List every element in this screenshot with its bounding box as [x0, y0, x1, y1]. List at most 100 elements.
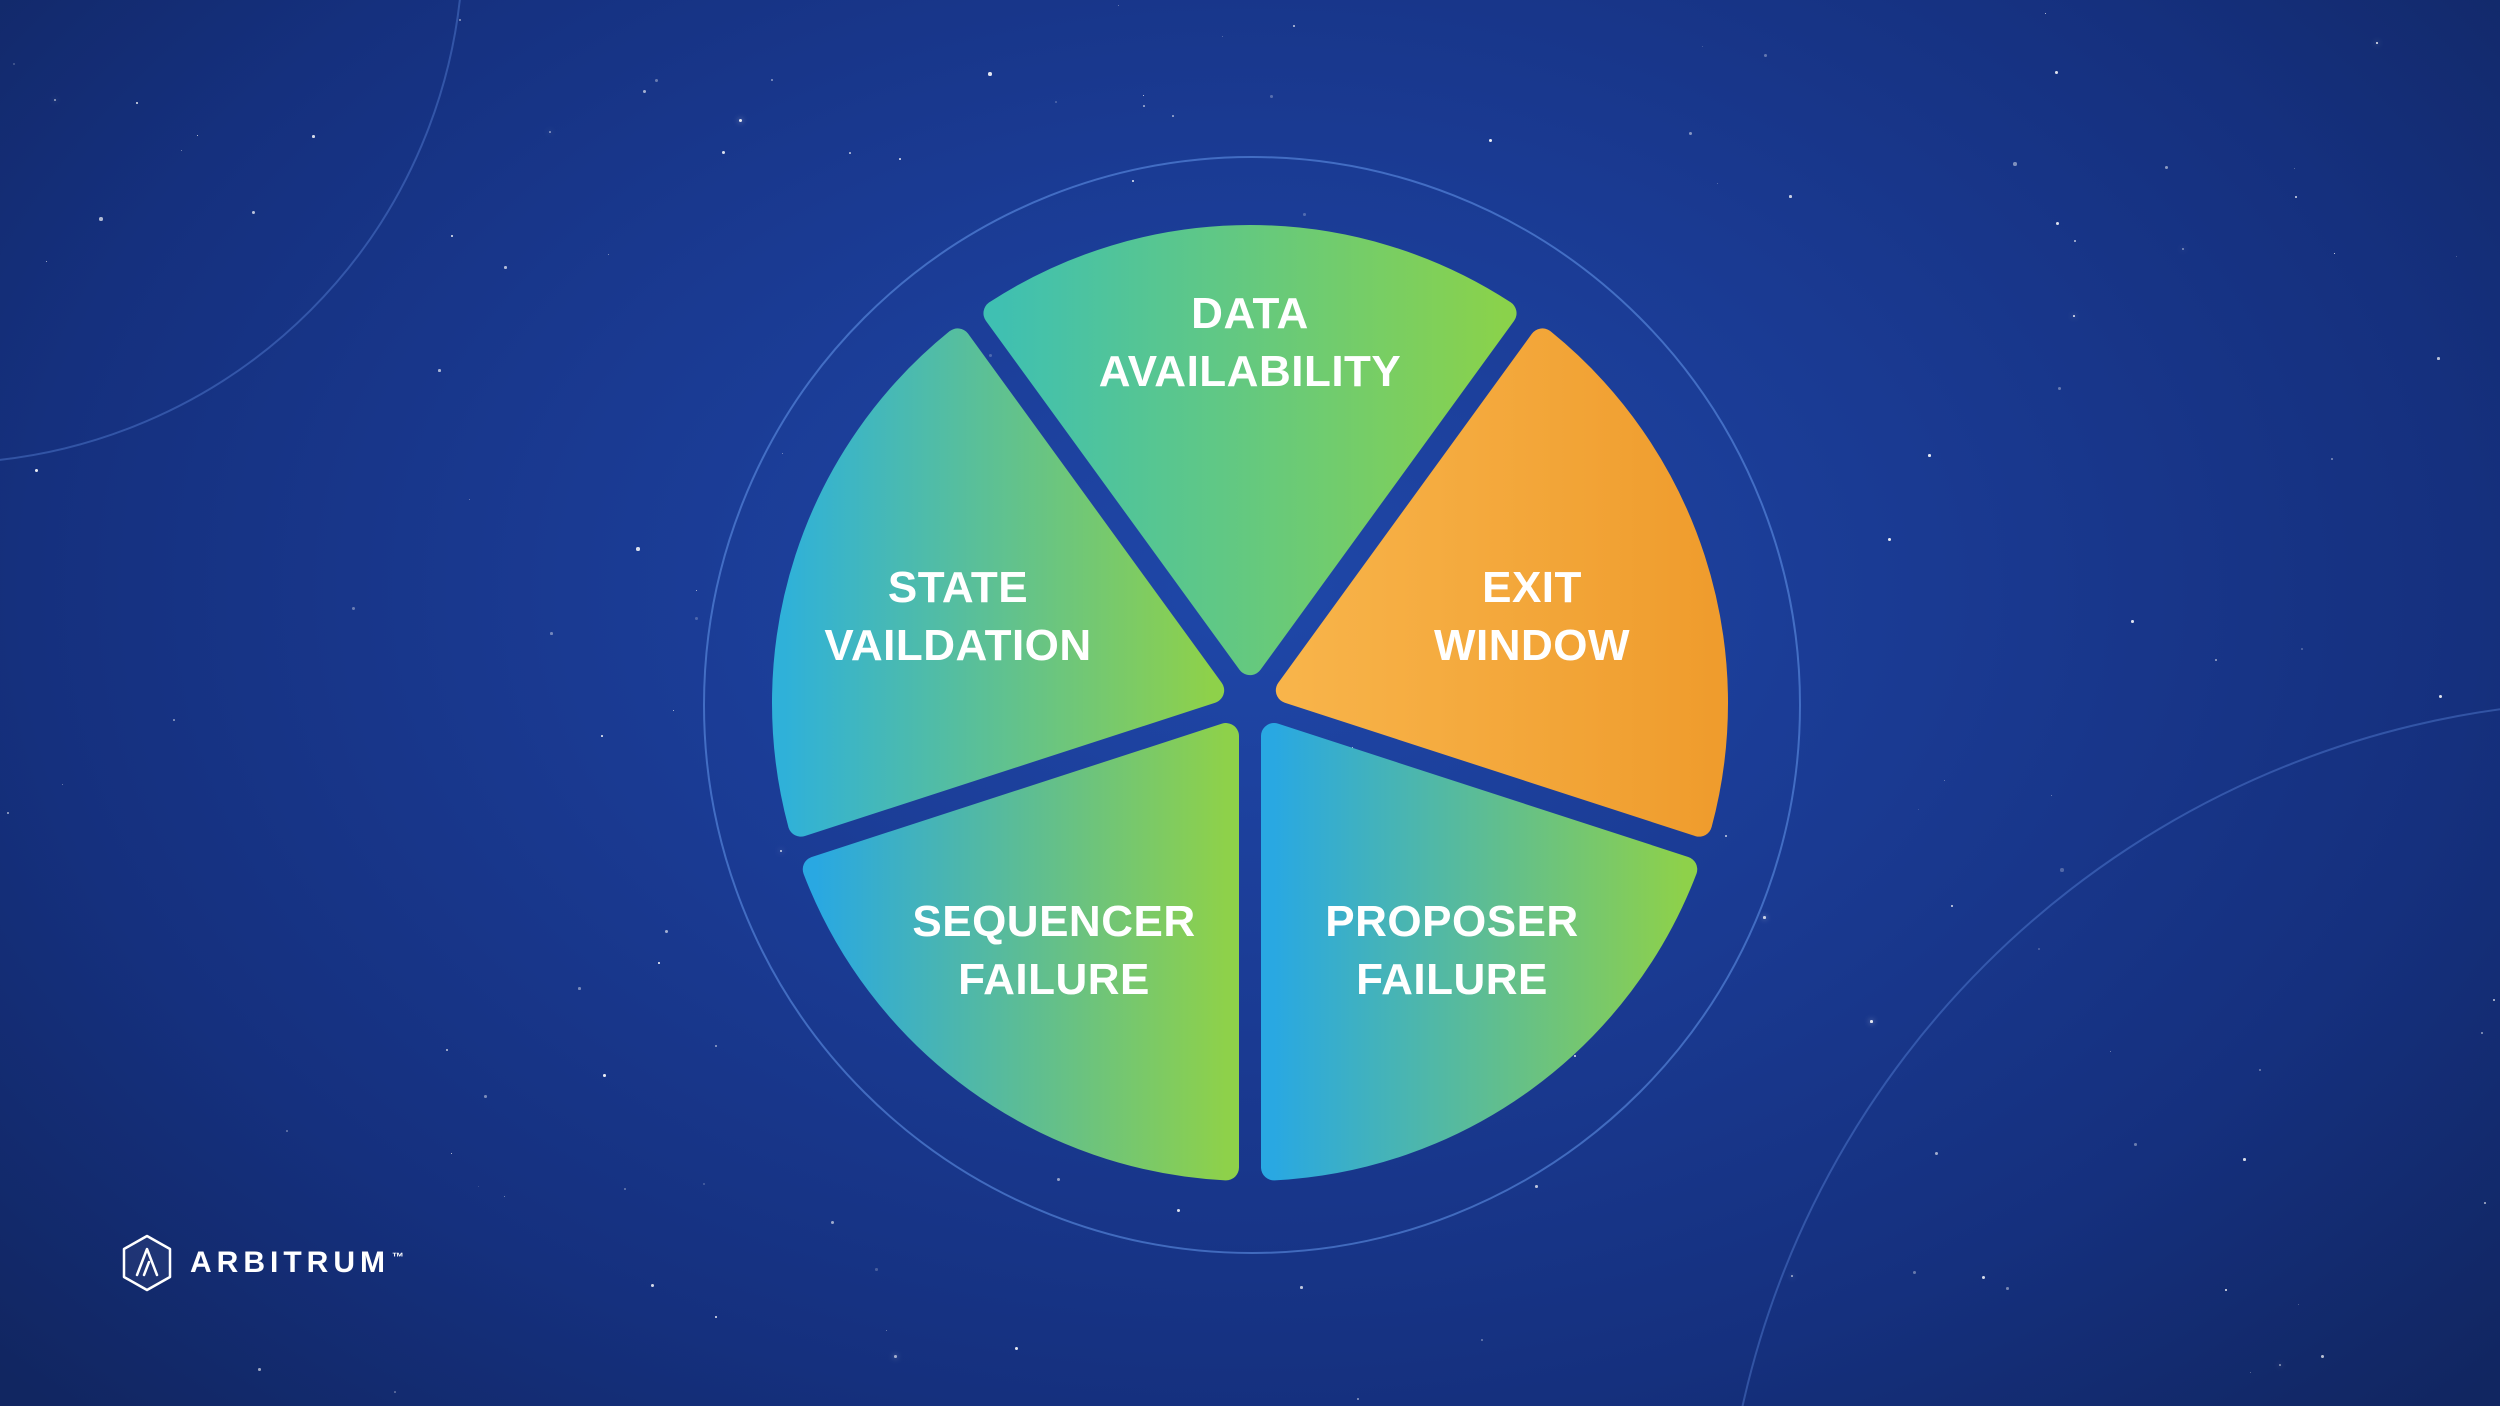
star-dot	[2243, 1158, 2246, 1161]
star-dot	[1944, 780, 1945, 781]
star-dot	[1918, 809, 1920, 811]
star-dot	[695, 617, 698, 620]
star-dot	[1489, 139, 1493, 143]
star-dot	[636, 547, 640, 551]
slice-state-validation	[772, 328, 1225, 837]
star-dot	[2038, 948, 2041, 951]
star-dot	[2006, 1287, 2009, 1290]
star-dot	[2321, 1355, 2325, 1359]
slice-exit-window	[1275, 328, 1728, 837]
arbitrum-hexagon-icon	[122, 1234, 172, 1292]
star-dot	[446, 1049, 449, 1052]
star-dot	[899, 158, 901, 160]
star-dot	[2294, 168, 2296, 170]
star-dot	[894, 1355, 897, 1358]
star-dot	[2439, 695, 2443, 699]
star-dot	[1172, 115, 1174, 117]
label-line: WINDOW	[1433, 621, 1631, 670]
star-dot	[459, 19, 462, 22]
star-dot	[451, 1153, 453, 1155]
label-line: STATE	[887, 563, 1029, 612]
label-line: DATA	[1191, 289, 1309, 338]
star-dot	[2484, 1202, 2486, 1204]
star-dot	[651, 1284, 654, 1287]
star-dot	[550, 632, 553, 635]
star-dot	[2051, 795, 2053, 797]
star-dot	[2074, 240, 2077, 243]
wheel-diagram	[772, 225, 1728, 1181]
label-line: PROPOSER	[1325, 897, 1579, 946]
brand-name: ARBITRUM	[190, 1246, 390, 1279]
star-dot	[739, 119, 743, 123]
star-dot	[7, 812, 10, 815]
star-dot	[1888, 538, 1892, 542]
star-dot	[673, 710, 675, 712]
star-dot	[722, 151, 726, 155]
star-dot	[1764, 54, 1767, 57]
star-dot	[715, 1316, 718, 1319]
star-dot	[197, 135, 199, 137]
star-dot	[484, 1095, 487, 1098]
star-dot	[2045, 13, 2047, 15]
label-line: AVAILABILITY	[1098, 347, 1402, 396]
label-line: VAILDATION	[824, 621, 1092, 670]
star-dot	[2073, 315, 2075, 317]
star-dot	[258, 1368, 261, 1371]
star-dot	[696, 590, 698, 592]
star-dot	[2334, 253, 2336, 255]
star-dot	[1055, 101, 1057, 103]
star-dot	[1935, 1152, 1938, 1155]
star-dot	[2060, 868, 2064, 872]
star-dot	[1143, 95, 1145, 97]
star-dot	[1293, 25, 1295, 27]
slice-sequencer-failure	[802, 723, 1239, 1181]
star-dot	[2055, 71, 2058, 74]
label-sequencer-failure: SEQUENCER FAILURE	[912, 893, 1195, 1009]
star-dot	[1763, 916, 1766, 919]
star-dot	[62, 784, 64, 786]
star-dot	[504, 1196, 506, 1198]
star-dot	[1913, 1271, 1916, 1274]
star-dot	[2331, 458, 2334, 461]
star-dot	[2493, 999, 2495, 1001]
star-dot	[771, 79, 774, 82]
star-dot	[1951, 905, 1954, 908]
label-line: EXIT	[1482, 563, 1582, 612]
star-dot	[2110, 1051, 2112, 1053]
star-dot	[504, 266, 507, 269]
star-dot	[438, 369, 441, 372]
star-dot	[99, 217, 103, 221]
star-dot	[46, 261, 48, 263]
star-dot	[1928, 454, 1931, 457]
star-dot	[988, 72, 992, 76]
star-dot	[1481, 1339, 1483, 1341]
star-dot	[703, 1183, 706, 1186]
label-line: FAILURE	[1356, 955, 1548, 1004]
label-state-validation: STATE VAILDATION	[824, 559, 1091, 675]
star-dot	[643, 90, 647, 94]
star-dot	[2376, 42, 2379, 45]
star-dot	[13, 63, 16, 66]
star-dot	[1270, 95, 1273, 98]
star-dot	[1015, 1347, 1018, 1350]
star-dot	[312, 135, 315, 138]
label-exit-window: EXIT WINDOW	[1434, 559, 1630, 675]
star-dot	[831, 1221, 834, 1224]
star-dot	[886, 1330, 888, 1332]
star-dot	[2279, 1364, 2281, 1366]
star-dot	[665, 930, 669, 934]
star-dot	[286, 1130, 288, 1132]
star-dot	[451, 235, 454, 238]
star-dot	[849, 152, 851, 154]
star-dot	[1143, 105, 1145, 107]
star-dot	[2013, 162, 2017, 166]
star-dot	[1357, 1398, 1359, 1400]
star-dot	[1789, 195, 1792, 198]
star-dot	[173, 719, 175, 721]
decor-arc-bottom-right	[1720, 700, 2500, 1406]
star-dot	[608, 254, 610, 256]
star-dot	[658, 962, 660, 964]
star-dot	[2259, 1069, 2262, 1072]
star-dot	[1300, 1286, 1303, 1289]
